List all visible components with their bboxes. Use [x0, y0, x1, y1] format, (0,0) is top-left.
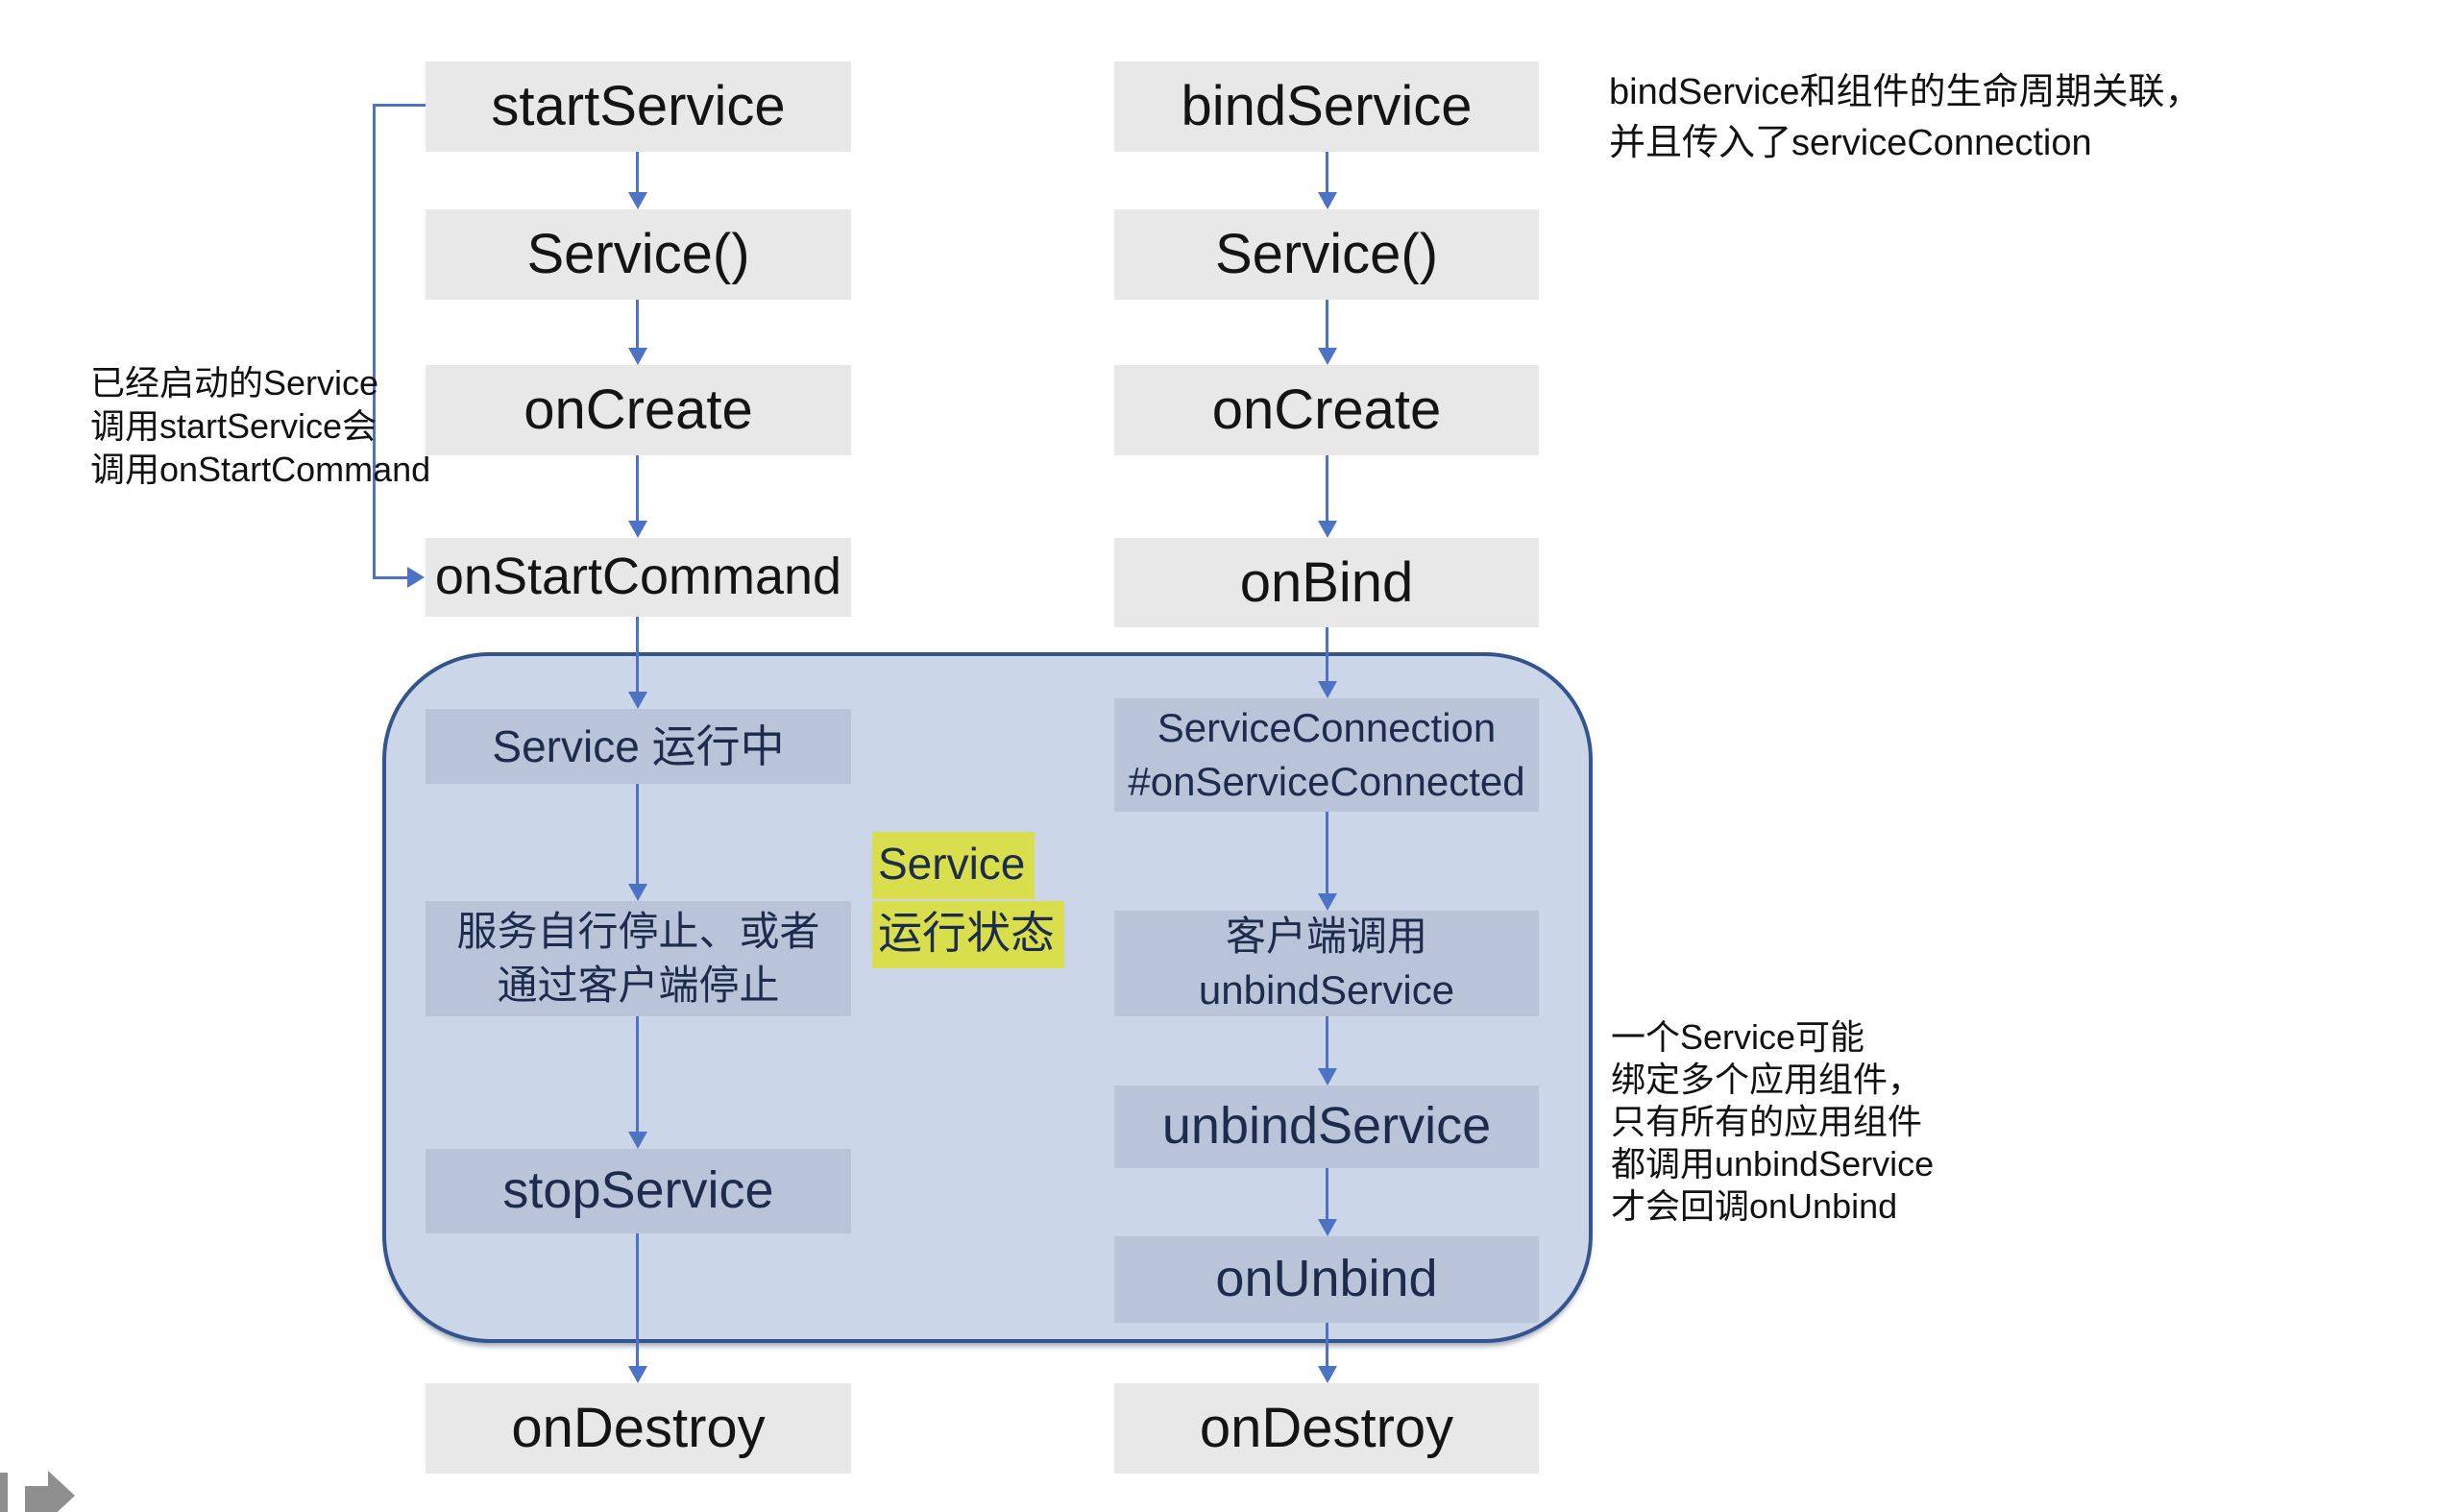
note-restart-behavior: 已经启动的Service 调用startService会 调用onStartCo… [90, 361, 430, 491]
flow-box-onbind: onBind [1114, 538, 1539, 627]
flow-box-service-constructor-right: Service() [1114, 209, 1539, 300]
note-restart-line1: 已经启动的Service [90, 363, 379, 402]
flow-box-service-constructor-left: Service() [426, 209, 851, 300]
arrow-onstartcommand-to-running [636, 617, 639, 692]
note-unbind-line1: 一个Service可能 [1611, 1017, 1865, 1057]
flow-box-ondestroy-left: onDestroy [426, 1383, 851, 1474]
loop-connector-arrowhead [407, 567, 425, 588]
arrow-connection-to-clientunbind [1326, 812, 1328, 893]
arrow-onunbind-to-ondestroy [1326, 1323, 1328, 1366]
arrow-stopreason-to-stopservice [636, 1016, 639, 1132]
flow-box-start-service: startService [426, 61, 851, 152]
service-connection-line2: #onServiceConnected [1128, 759, 1525, 804]
flow-box-unbind-service: unbindService [1114, 1085, 1539, 1168]
stop-reason-line1: 服务自行停止、或者 [456, 909, 820, 954]
running-state-label: Service 运行状态 [872, 832, 1064, 970]
arrow-start-to-ctor [636, 152, 639, 192]
arrow-icon-head [48, 1471, 75, 1512]
note-unbind-line4: 都调用unbindService [1611, 1144, 1935, 1183]
arrow-ctor-to-oncreate-left [636, 300, 639, 348]
flow-box-ondestroy-right: onDestroy [1114, 1383, 1539, 1474]
flow-box-stop-reason: 服务自行停止、或者 通过客户端停止 [426, 901, 851, 1016]
loop-connector-top [373, 104, 426, 107]
arrow-bind-to-ctor [1326, 152, 1328, 192]
arrow-icon-bar [0, 1473, 8, 1512]
flow-box-onstartcommand: onStartCommand [426, 538, 851, 617]
running-state-label-line1: Service [872, 832, 1036, 899]
client-unbind-line2: unbindService [1198, 967, 1455, 1012]
flow-box-oncreate-right: onCreate [1114, 365, 1539, 455]
loop-connector-bottom [373, 576, 407, 579]
arrow-running-to-stopreason [636, 784, 639, 884]
loop-connector-vertical [373, 104, 376, 579]
thick-right-arrow-icon [0, 1468, 86, 1512]
note-unbind-line3: 只有所有的应用组件 [1611, 1102, 1923, 1141]
arrow-unbindservice-to-onunbind [1326, 1168, 1328, 1219]
arrow-onbind-to-connection [1326, 627, 1328, 681]
note-bind-line2: 并且传入了serviceConnection [1609, 123, 2092, 163]
flow-box-service-connection: ServiceConnection #onServiceConnected [1114, 698, 1539, 812]
flow-box-oncreate-left: onCreate [426, 365, 851, 455]
flow-box-onunbind: onUnbind [1114, 1236, 1539, 1323]
flow-box-stop-service: stopService [426, 1149, 851, 1233]
arrow-stopservice-to-ondestroy [636, 1233, 639, 1366]
note-bind-line1: bindService和组件的生命周期关联， [1609, 72, 2202, 112]
arrow-icon-shaft [25, 1486, 49, 1512]
arrow-clientunbind-to-unbindservice [1326, 1016, 1328, 1068]
stop-reason-line2: 通过客户端停止 [497, 963, 780, 1008]
note-restart-line2: 调用startService会 [90, 406, 378, 446]
note-restart-line3: 调用onStartCommand [90, 450, 431, 489]
note-unbind-line2: 绑定多个应用组件， [1611, 1060, 1923, 1099]
arrow-oncreate-to-onbind [1326, 455, 1328, 521]
note-unbind-line5: 才会回调onUnbind [1611, 1186, 1898, 1226]
flow-box-service-running: Service 运行中 [426, 709, 851, 784]
service-connection-line1: ServiceConnection [1157, 705, 1497, 750]
flow-box-bind-service: bindService [1114, 61, 1539, 152]
note-unbind-behavior: 一个Service可能 绑定多个应用组件， 只有所有的应用组件 都调用unbin… [1611, 1016, 1934, 1228]
running-state-label-line2: 运行状态 [872, 901, 1064, 968]
arrow-ctor-to-oncreate-right [1326, 300, 1328, 348]
flow-box-client-unbind: 客户端调用 unbindService [1114, 911, 1539, 1016]
note-bind-service: bindService和组件的生命周期关联， 并且传入了serviceConne… [1609, 67, 2202, 169]
arrow-oncreate-to-onstartcommand [636, 455, 639, 521]
client-unbind-line1: 客户端调用 [1225, 914, 1427, 959]
